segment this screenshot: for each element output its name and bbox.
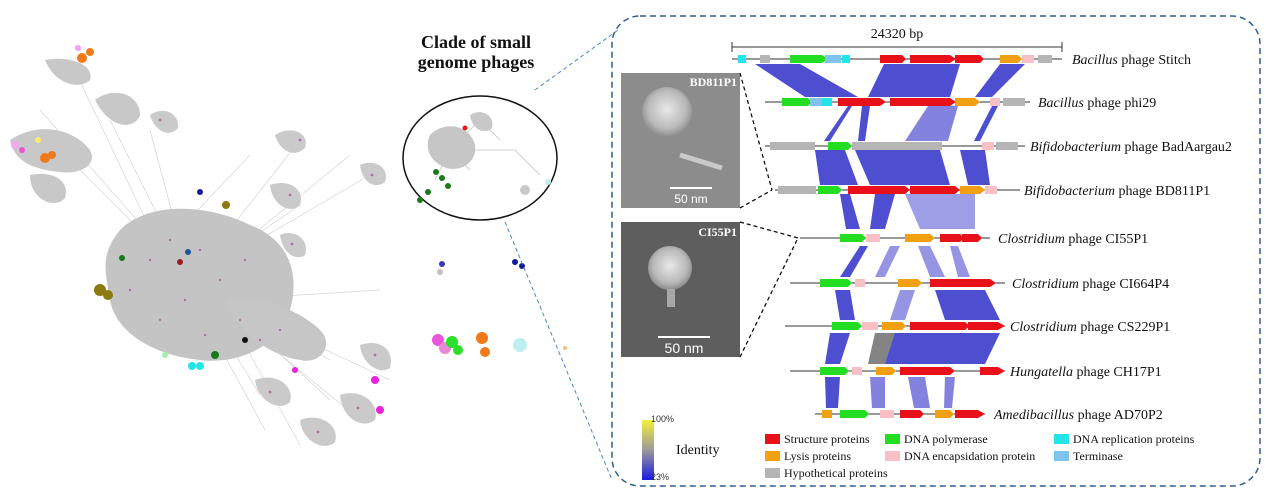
genome-label: Bacillus phage phi29	[1038, 96, 1156, 111]
legend-label: Hypothetical proteins	[784, 466, 888, 480]
identity-max: 100%	[651, 414, 674, 424]
legend-swatch	[765, 451, 780, 461]
clade-title-line2: genome phages	[418, 52, 535, 72]
genome-label: Amedibacillus phage AD70P2	[993, 408, 1163, 423]
genome-labels: Bacillus phage Stitch Bacillus phage phi…	[993, 53, 1232, 423]
genome-tracks	[732, 55, 1062, 418]
legend: Structure proteins DNA polymerase DNA re…	[765, 432, 1195, 480]
network-main	[10, 45, 391, 446]
genome-label: Bifidobacterium phage BD811P1	[1024, 184, 1210, 199]
genome-track	[765, 142, 1025, 150]
legend-swatch	[885, 451, 900, 461]
legend-label: Terminase	[1073, 449, 1123, 463]
micrograph-bd811p1: BD811P1 50 nm	[621, 73, 740, 208]
genome-label: Hungatella phage CH17P1	[1009, 365, 1162, 380]
micrograph-scale: 50 nm	[674, 192, 707, 206]
legend-item: DNA replication proteins	[1054, 432, 1195, 446]
genome-label: Clostridium phage CI664P4	[1012, 277, 1169, 292]
zoom-connector-bottom	[504, 221, 613, 481]
genome-label: Bacillus phage Stitch	[1072, 53, 1191, 68]
genome-track	[790, 367, 1005, 375]
legend-swatch	[1054, 451, 1069, 461]
legend-label: Lysis proteins	[784, 449, 851, 463]
legend-item: Terminase	[1054, 449, 1123, 463]
micrograph-scale: 50 nm	[665, 340, 704, 356]
clade-network	[417, 112, 551, 203]
legend-item: DNA encapsidation protein	[885, 449, 1035, 463]
genome-track	[815, 410, 985, 418]
clade-title-line1: Clade of small	[421, 32, 531, 52]
legend-label: DNA polymerase	[904, 432, 988, 446]
genome-track	[765, 98, 1030, 106]
identity-ribbons	[755, 64, 1025, 408]
network-colored-nodes	[11, 45, 384, 414]
synteny-panel	[611, 15, 1261, 487]
legend-label: DNA replication proteins	[1073, 432, 1195, 446]
legend-item: Hypothetical proteins	[765, 466, 888, 480]
genome-label: Clostridium phage CI55P1	[998, 232, 1148, 247]
genome-track	[785, 322, 1005, 330]
legend-item: DNA polymerase	[885, 432, 988, 446]
genome-track	[775, 186, 1020, 194]
legend-swatch	[885, 434, 900, 444]
genome-label: Bifidobacterium phage BadAargau2	[1030, 140, 1232, 155]
legend-swatch	[1054, 434, 1069, 444]
legend-label: Structure proteins	[784, 432, 870, 446]
zoom-connector-top	[534, 29, 619, 91]
identity-colorbar: 100% 23% Identity	[642, 414, 720, 482]
genome-label: Clostridium phage CS229P1	[1010, 320, 1170, 335]
micrograph-label: BD811P1	[690, 75, 737, 89]
genome-track	[800, 234, 990, 242]
clade-outliers	[432, 259, 567, 357]
legend-swatch	[765, 434, 780, 444]
micrograph-pointers	[739, 72, 799, 358]
scale-bar: 24320 bp	[731, 27, 1063, 52]
legend-item: Structure proteins	[765, 432, 870, 446]
genome-track	[732, 55, 1062, 63]
legend-label: DNA encapsidation protein	[904, 449, 1035, 463]
clade-ellipse	[402, 95, 558, 221]
micrograph-ci55p1: CI55P1 50 nm	[621, 222, 740, 357]
genome-track	[790, 279, 1005, 287]
identity-min: 23%	[651, 472, 669, 482]
identity-title: Identity	[676, 443, 720, 458]
clade-title: Clade of small genome phages	[418, 32, 535, 72]
legend-swatch	[765, 468, 780, 478]
scale-bar-label: 24320 bp	[871, 27, 924, 42]
legend-item: Lysis proteins	[765, 449, 851, 463]
micrograph-label: CI55P1	[698, 225, 737, 239]
